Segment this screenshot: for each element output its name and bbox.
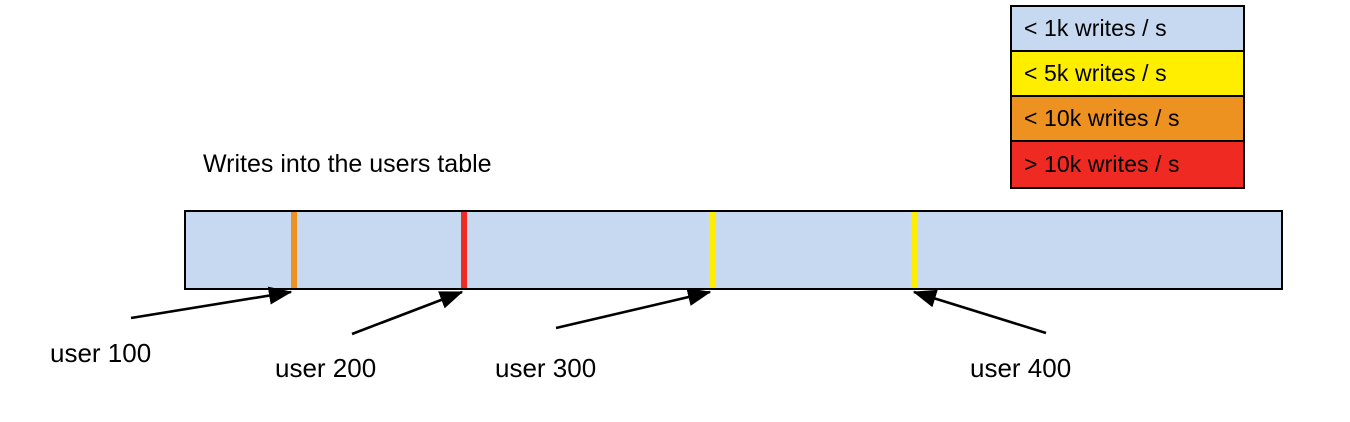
legend-item-label: < 1k writes / s (1024, 15, 1167, 41)
legend-item-label: > 10k writes / s (1024, 151, 1180, 177)
legend-item-label: < 10k writes / s (1024, 105, 1180, 131)
callout-arrow-user-400 (912, 289, 1047, 335)
diagram-caption: Writes into the users table (203, 150, 492, 178)
users-table-keyspace-bar (184, 210, 1283, 290)
legend-item-over-10k: > 10k writes / s (1012, 142, 1243, 187)
callout-arrow-user-100 (130, 286, 293, 320)
legend-item-under-10k: < 10k writes / s (1012, 97, 1243, 142)
writes-rate-legend: < 1k writes / s < 5k writes / s < 10k wr… (1010, 5, 1245, 189)
stripe-user-200 (461, 212, 467, 288)
stripe-user-300 (709, 212, 715, 288)
callout-label-user-200: user 200 (275, 353, 377, 383)
callout-label-user-100: user 100 (50, 338, 152, 368)
stripe-user-100 (291, 212, 297, 288)
callout-label-user-300: user 300 (495, 353, 597, 383)
callout-label-user-400: user 400 (970, 353, 1072, 383)
legend-item-under-1k: < 1k writes / s (1012, 7, 1243, 52)
legend-item-label: < 5k writes / s (1024, 60, 1167, 86)
callout-arrow-user-300 (555, 288, 712, 330)
callout-arrow-user-200 (351, 290, 464, 336)
stripe-user-400 (911, 212, 917, 288)
legend-item-under-5k: < 5k writes / s (1012, 52, 1243, 97)
